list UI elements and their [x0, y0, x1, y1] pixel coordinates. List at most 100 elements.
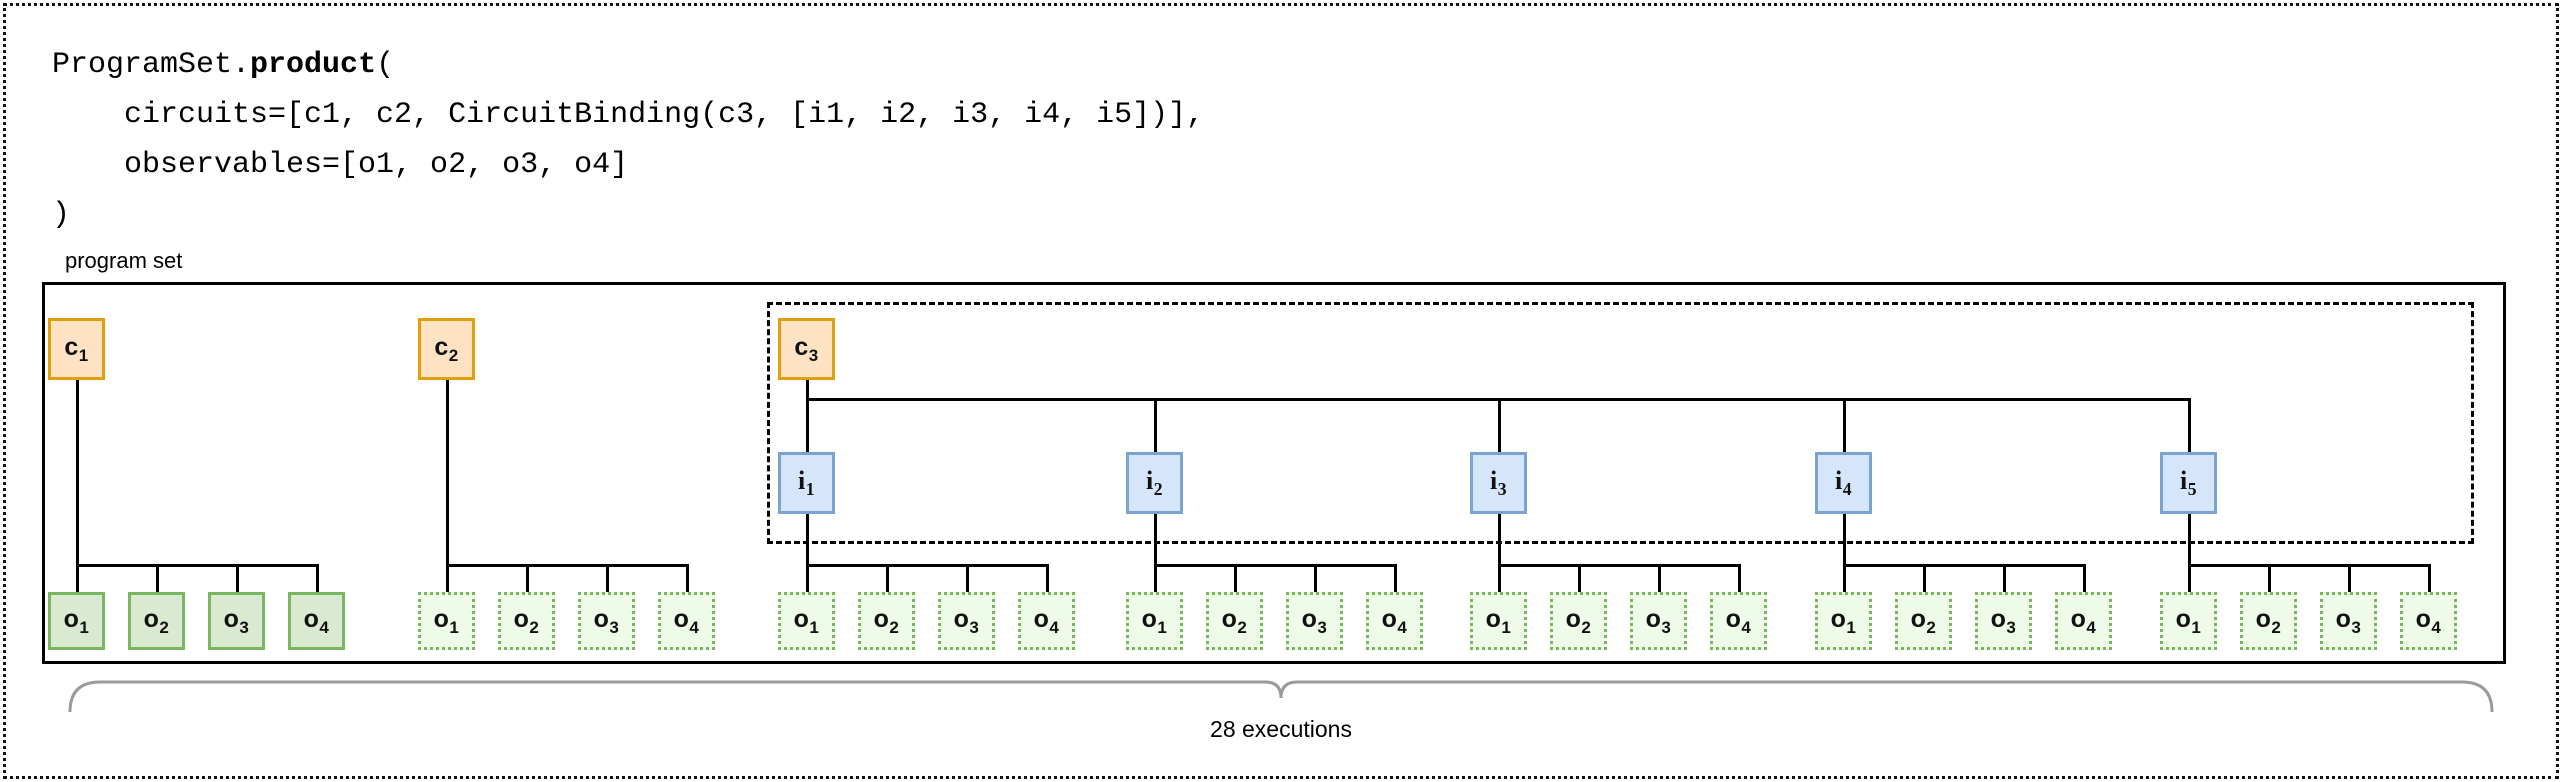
observable-node-o1-g0-subscript: 1 — [79, 617, 90, 637]
observable-node-o4-g3-subscript: 4 — [1397, 617, 1408, 637]
observable-node-o4-g5[interactable]: o4 — [2055, 592, 2112, 650]
observable-node-o3-g4[interactable]: o3 — [1630, 592, 1687, 650]
observable-node-o4-g1-subscript: 4 — [689, 617, 700, 637]
code-line-1-prefix: ProgramSet. — [52, 48, 251, 82]
input-node-i4-3[interactable]: i4 — [1815, 452, 1872, 514]
observable-node-o1-g6-subscript: 1 — [2191, 617, 2202, 637]
observable-node-o2-g5-subscript: 2 — [1926, 617, 1937, 637]
input-node-i1-0-label: i1 — [797, 465, 816, 500]
circuit-node-c1-label: c1 — [64, 332, 89, 365]
observable-node-o4-g4-label: o4 — [1725, 604, 1752, 637]
observable-node-o4-g2-subscript: 4 — [1049, 617, 1060, 637]
observable-stub-g6-2 — [2347, 564, 2351, 592]
circuit-node-c2[interactable]: c2 — [418, 318, 475, 380]
observable-node-o2-g3[interactable]: o2 — [1206, 592, 1263, 650]
observable-stub-g0-0 — [75, 564, 79, 592]
observable-node-o4-g1-label: o4 — [673, 604, 700, 637]
circuit-drop-2 — [805, 380, 809, 401]
observable-node-o1-g0-label: o1 — [63, 604, 90, 637]
input-node-i1-0[interactable]: i1 — [778, 452, 835, 514]
observable-node-o1-g3[interactable]: o1 — [1126, 592, 1183, 650]
observable-node-o3-g5[interactable]: o3 — [1975, 592, 2032, 650]
observable-node-o3-g0[interactable]: o3 — [208, 592, 265, 650]
input-node-i2-1-subscript: 2 — [1153, 479, 1164, 500]
observable-bus-g6 — [2187, 564, 2431, 567]
observable-node-o3-g0-label: o3 — [223, 604, 250, 637]
observable-node-o4-g0-label: o4 — [303, 604, 330, 637]
observable-bus-g0 — [75, 564, 319, 567]
observable-node-o1-g5-label: o1 — [1830, 604, 1857, 637]
code-line-3: observables=[o1, o2, o3, o4] — [52, 148, 629, 182]
input-drop-0 — [805, 398, 809, 452]
observable-node-o4-g4[interactable]: o4 — [1710, 592, 1767, 650]
observable-node-o1-g2[interactable]: o1 — [778, 592, 835, 650]
observable-node-o2-g1[interactable]: o2 — [498, 592, 555, 650]
observable-stub-g0-3 — [315, 564, 319, 592]
observable-node-o3-g3-label: o3 — [1301, 604, 1328, 637]
observable-stub-g6-3 — [2427, 564, 2431, 592]
input-node-i5-4-label: i5 — [2179, 465, 2198, 500]
input-node-i3-2[interactable]: i3 — [1470, 452, 1527, 514]
circuit-drop-0 — [75, 380, 79, 567]
observable-stub-g1-2 — [605, 564, 609, 592]
observable-node-o3-g1[interactable]: o3 — [578, 592, 635, 650]
observable-node-o2-g6[interactable]: o2 — [2240, 592, 2297, 650]
observable-node-o2-g4-label: o2 — [1565, 604, 1592, 637]
observable-bus-g4 — [1497, 564, 1741, 567]
observable-stub-g2-2 — [965, 564, 969, 592]
observable-stub-g3-1 — [1233, 564, 1237, 592]
observable-node-o2-g5[interactable]: o2 — [1895, 592, 1952, 650]
observable-stub-g0-1 — [155, 564, 159, 592]
observable-node-o3-g1-subscript: 3 — [609, 617, 620, 637]
input-drop-4 — [2187, 398, 2191, 452]
observable-node-o2-g6-subscript: 2 — [2271, 617, 2282, 637]
observable-node-o4-g0[interactable]: o4 — [288, 592, 345, 650]
code-block: ProgramSet.product( circuits=[c1, c2, Ci… — [52, 40, 1204, 240]
observable-stub-g4-0 — [1497, 564, 1501, 592]
observable-node-o3-g6-subscript: 3 — [2351, 617, 2362, 637]
observable-node-o3-g4-subscript: 3 — [1661, 617, 1672, 637]
observable-node-o1-g0[interactable]: o1 — [48, 592, 105, 650]
observable-node-o3-g2[interactable]: o3 — [938, 592, 995, 650]
input-node-i3-2-subscript: 3 — [1497, 479, 1508, 500]
observable-node-o3-g3[interactable]: o3 — [1286, 592, 1343, 650]
observable-node-o1-g1-subscript: 1 — [449, 617, 460, 637]
observable-node-o4-g1[interactable]: o4 — [658, 592, 715, 650]
observable-node-o2-g0-subscript: 2 — [159, 617, 170, 637]
observable-node-o1-g6[interactable]: o1 — [2160, 592, 2217, 650]
outer-dotted-frame — [3, 3, 2559, 779]
circuit-node-c3-subscript: 3 — [808, 345, 819, 365]
input-node-i1-0-subscript: 1 — [805, 479, 816, 500]
observable-node-o1-g1[interactable]: o1 — [418, 592, 475, 650]
observable-node-o1-g5[interactable]: o1 — [1815, 592, 1872, 650]
observable-node-o3-g5-subscript: 3 — [2006, 617, 2017, 637]
observable-node-o3-g6[interactable]: o3 — [2320, 592, 2377, 650]
circuit-node-c1[interactable]: c1 — [48, 318, 105, 380]
executions-brace — [0, 668, 2562, 714]
input-node-i3-2-label: i3 — [1489, 465, 1508, 500]
code-line-4: ) — [52, 198, 71, 232]
observable-node-o4-g6-label: o4 — [2415, 604, 2442, 637]
observable-node-o4-g3-label: o4 — [1381, 604, 1408, 637]
observable-node-o4-g5-label: o4 — [2070, 604, 2097, 637]
observable-node-o2-g4-subscript: 2 — [1581, 617, 1592, 637]
observable-node-o2-g2-label: o2 — [873, 604, 900, 637]
observable-node-o4-g3[interactable]: o4 — [1366, 592, 1423, 650]
observable-node-o2-g4[interactable]: o2 — [1550, 592, 1607, 650]
observable-stub-g5-3 — [2082, 564, 2086, 592]
observable-node-o4-g2[interactable]: o4 — [1018, 592, 1075, 650]
observable-bus-g2 — [805, 564, 1049, 567]
input-node-i5-4[interactable]: i5 — [2160, 452, 2217, 514]
observable-stub-g4-3 — [1737, 564, 1741, 592]
observable-node-o3-g6-label: o3 — [2335, 604, 2362, 637]
observable-node-o2-g3-subscript: 2 — [1237, 617, 1248, 637]
circuit-node-c3[interactable]: c3 — [778, 318, 835, 380]
observable-node-o4-g6[interactable]: o4 — [2400, 592, 2457, 650]
observable-node-o2-g2[interactable]: o2 — [858, 592, 915, 650]
input-node-i2-1[interactable]: i2 — [1126, 452, 1183, 514]
observable-node-o2-g1-label: o2 — [513, 604, 540, 637]
observable-stub-g2-0 — [805, 564, 809, 592]
observable-node-o2-g0[interactable]: o2 — [128, 592, 185, 650]
observable-node-o1-g4[interactable]: o1 — [1470, 592, 1527, 650]
circuit-node-c2-label: c2 — [434, 332, 459, 365]
